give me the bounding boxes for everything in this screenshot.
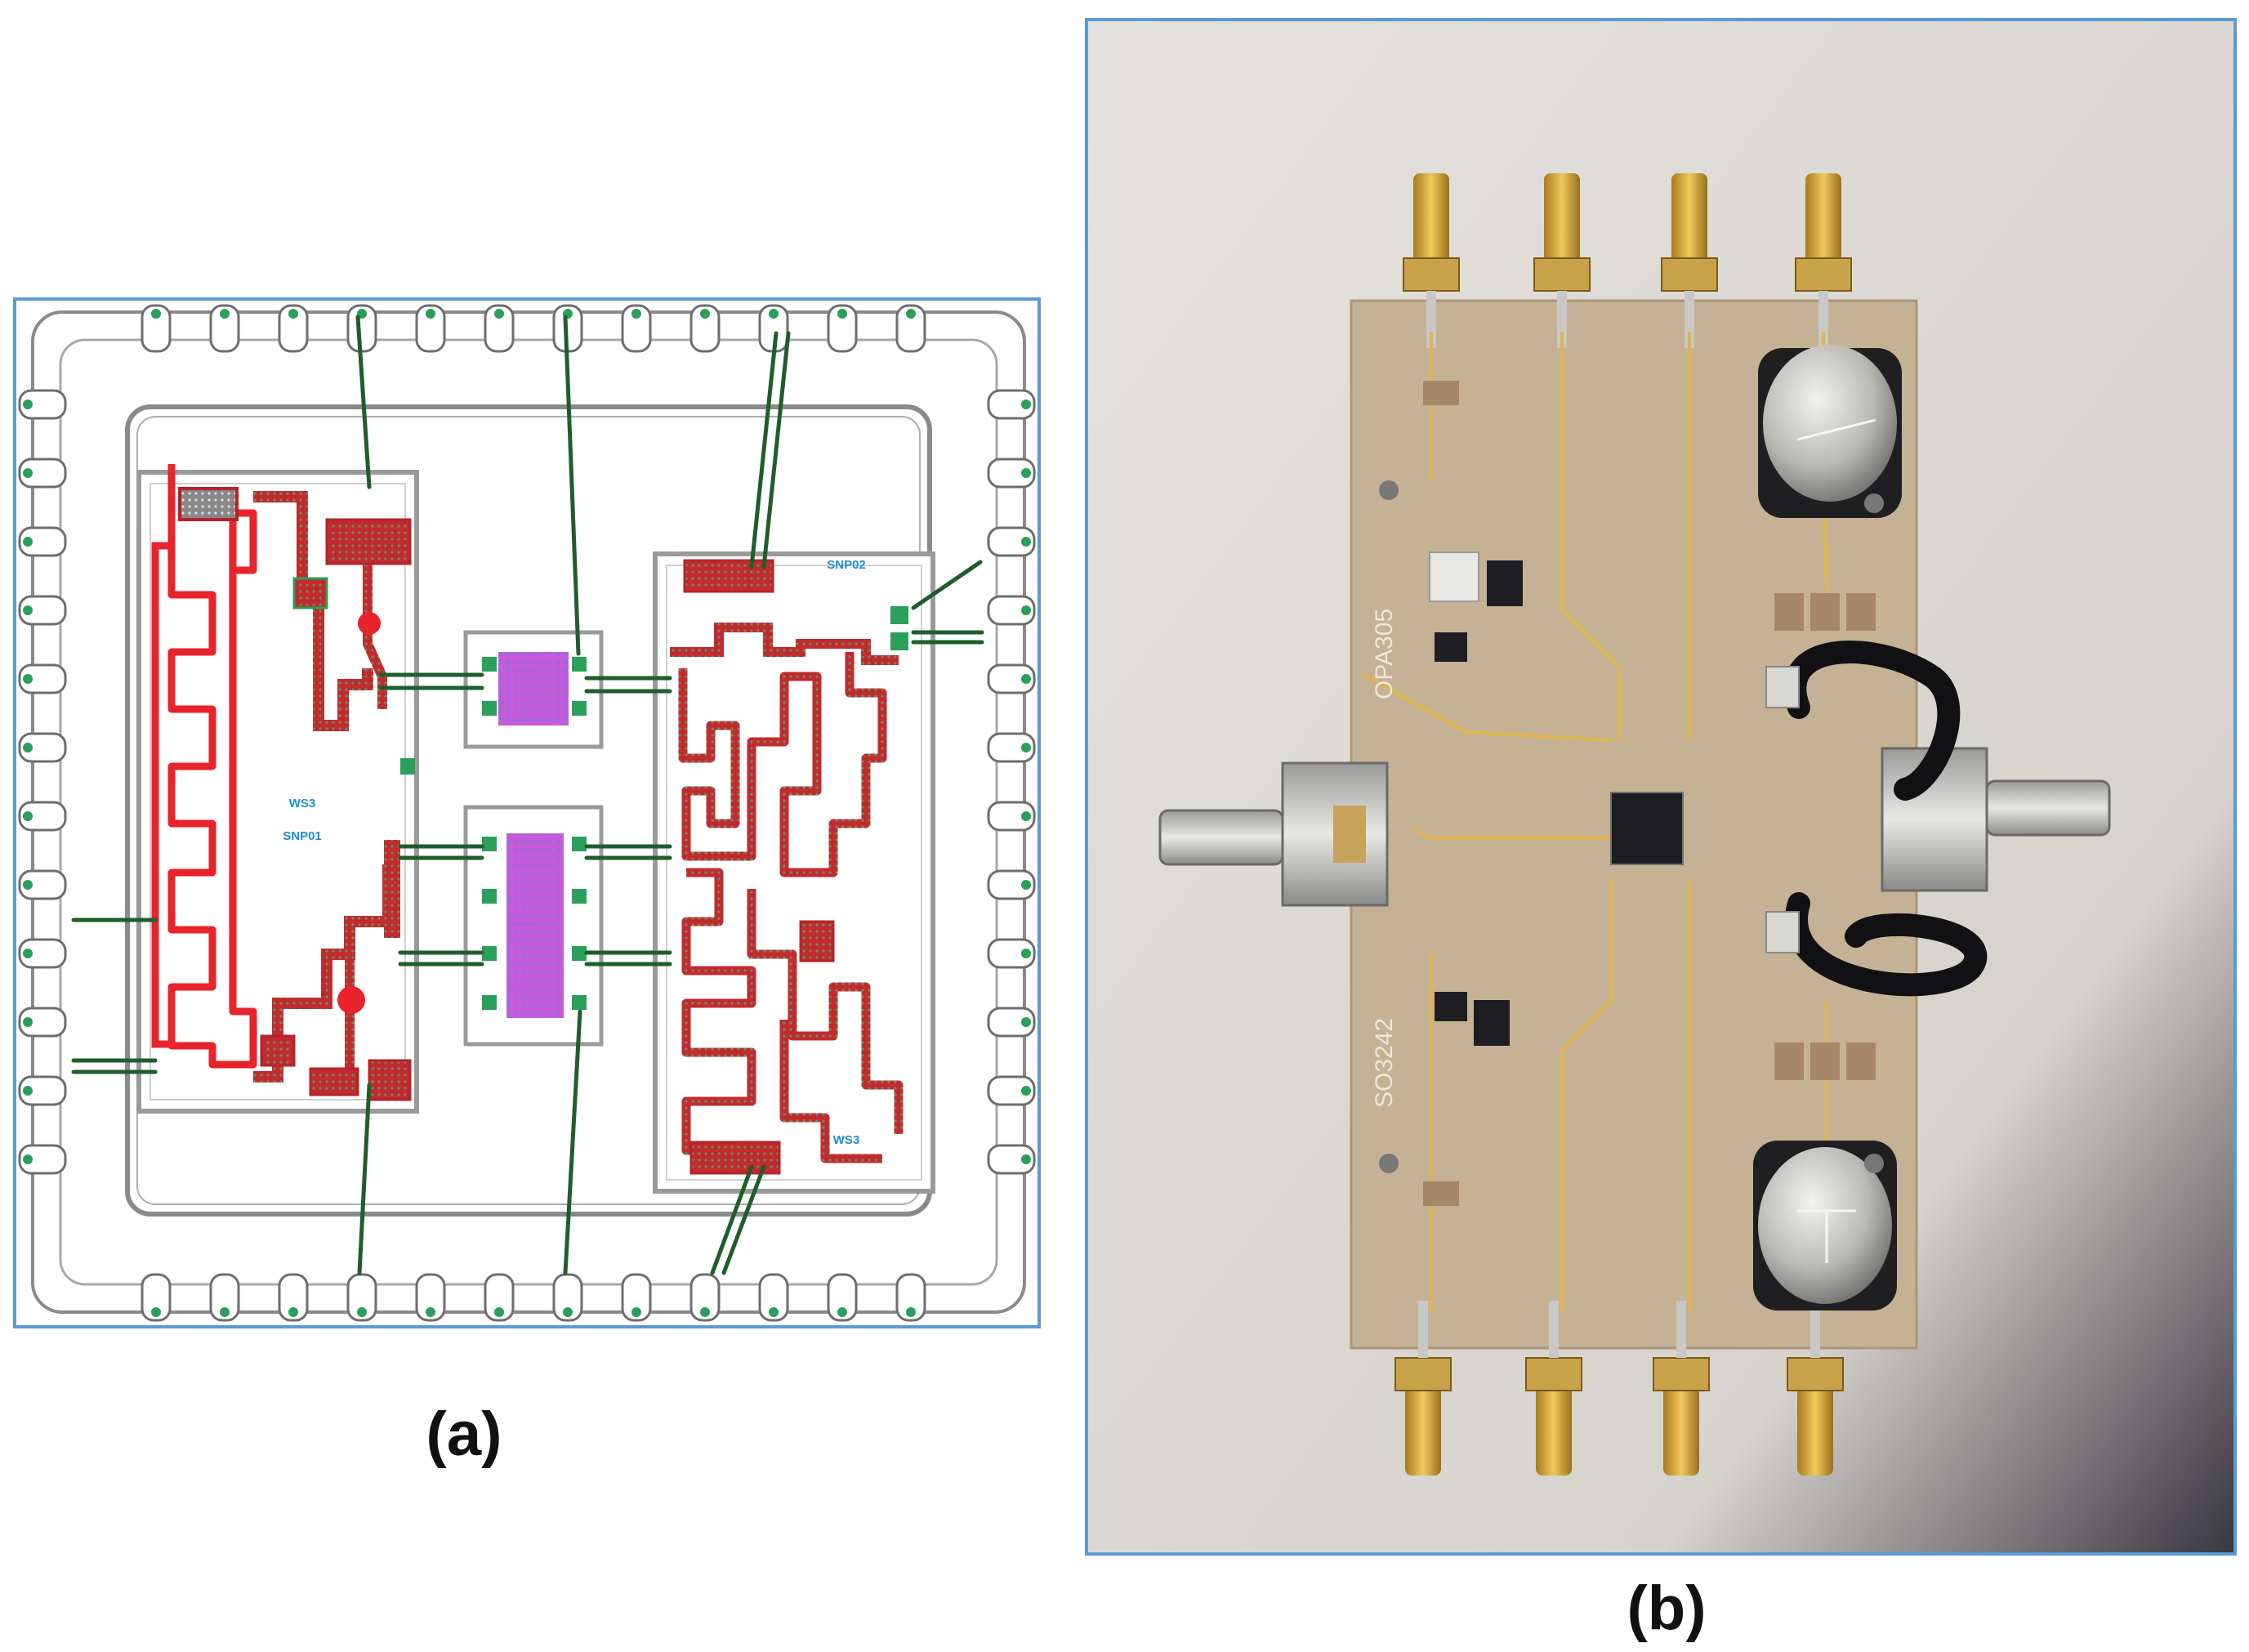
left-die-label-1: WS3	[289, 797, 316, 810]
left-pad-column	[18, 389, 67, 1175]
bond-pad	[18, 595, 67, 626]
smb-connector	[1787, 1301, 1844, 1476]
bond-pad	[346, 1273, 377, 1322]
top-pad-row	[141, 304, 926, 353]
bond-pad	[987, 869, 1036, 900]
bond-pad	[895, 1273, 926, 1322]
board-label-upper: OPA305	[1371, 609, 1398, 699]
bond-pad	[987, 595, 1036, 626]
sma-left	[1158, 761, 1389, 907]
bond-pad	[278, 304, 309, 353]
transistor-die-top	[463, 630, 604, 749]
bond-pad	[18, 663, 67, 694]
left-die-label-3: SNP01	[283, 829, 322, 843]
bond-pad	[18, 869, 67, 900]
smb-connector	[1653, 1301, 1710, 1476]
board-label-lower: SO3242	[1371, 1018, 1398, 1108]
bond-pad	[987, 732, 1036, 763]
bond-pad	[18, 1007, 67, 1038]
bond-pad	[141, 1273, 172, 1322]
bond-pad	[18, 1144, 67, 1175]
bottom-pad-row	[141, 1273, 926, 1322]
bond-pad	[987, 458, 1036, 489]
capacitor-top	[1758, 345, 1902, 518]
bond-pad	[987, 526, 1036, 557]
right-die: SNP02 WS3	[653, 551, 935, 1194]
bond-pad	[987, 1007, 1036, 1038]
bond-pad	[415, 304, 446, 353]
right-die-label-3: WS3	[833, 1133, 860, 1147]
bond-pad	[827, 1273, 858, 1322]
bond-pad	[141, 304, 172, 353]
smb-connector	[1533, 173, 1591, 348]
bond-pad	[987, 1144, 1036, 1175]
bond-pad	[18, 732, 67, 763]
caption-a: (a)	[426, 1400, 502, 1469]
panel-b-photo: OPA305 SO3242	[1085, 18, 2237, 1556]
bond-pad	[987, 1075, 1036, 1106]
caption-b: (b)	[1627, 1574, 1707, 1643]
top-connectors	[1403, 173, 1852, 348]
bond-pad	[552, 1273, 583, 1322]
pcb-photo-drawing: OPA305 SO3242	[1088, 21, 2233, 1552]
bond-pad	[987, 938, 1036, 969]
smb-connector	[1525, 1301, 1582, 1476]
bond-pad	[346, 304, 377, 353]
bond-pad	[689, 304, 721, 353]
bond-pad	[18, 526, 67, 557]
capacitor-bottom	[1753, 1141, 1897, 1310]
bond-pad	[827, 304, 858, 353]
right-pad-column	[987, 389, 1036, 1175]
smb-connector	[1661, 173, 1718, 348]
bond-pad	[689, 1273, 721, 1322]
bond-pad	[18, 801, 67, 832]
bond-pad	[895, 304, 926, 353]
left-die: WS3 SNP01	[136, 464, 419, 1114]
bond-pad	[987, 389, 1036, 420]
bond-pad	[415, 1273, 446, 1322]
sma-right	[1881, 747, 2111, 892]
panel-a-layout: WS3 SNP01	[13, 297, 1041, 1328]
right-die-label-1: SNP02	[827, 558, 866, 572]
bond-pad	[987, 801, 1036, 832]
bond-pad	[18, 938, 67, 969]
bond-pad	[278, 1273, 309, 1322]
bond-pad	[209, 1273, 240, 1322]
bond-pad	[758, 1273, 789, 1322]
bond-pad	[484, 304, 515, 353]
bond-pad	[18, 389, 67, 420]
bond-pad	[621, 1273, 652, 1322]
transistor-die-bottom	[463, 805, 604, 1047]
smb-connector	[1403, 173, 1460, 348]
bond-pad	[209, 304, 240, 353]
center-ic	[1610, 792, 1684, 865]
smd-components	[1379, 381, 1884, 1206]
smb-connector	[1394, 1301, 1452, 1476]
bottom-connectors	[1394, 1301, 1844, 1476]
smb-connector	[1795, 173, 1852, 348]
bond-pad	[18, 1075, 67, 1106]
bond-pad	[758, 304, 789, 353]
bond-pad	[18, 458, 67, 489]
bond-wires	[71, 315, 984, 1275]
cable-loops	[1783, 641, 1988, 997]
bond-pad	[987, 663, 1036, 694]
bond-pad	[621, 304, 652, 353]
layout-drawing: WS3 SNP01	[18, 304, 1036, 1322]
bond-pad	[484, 1273, 515, 1322]
